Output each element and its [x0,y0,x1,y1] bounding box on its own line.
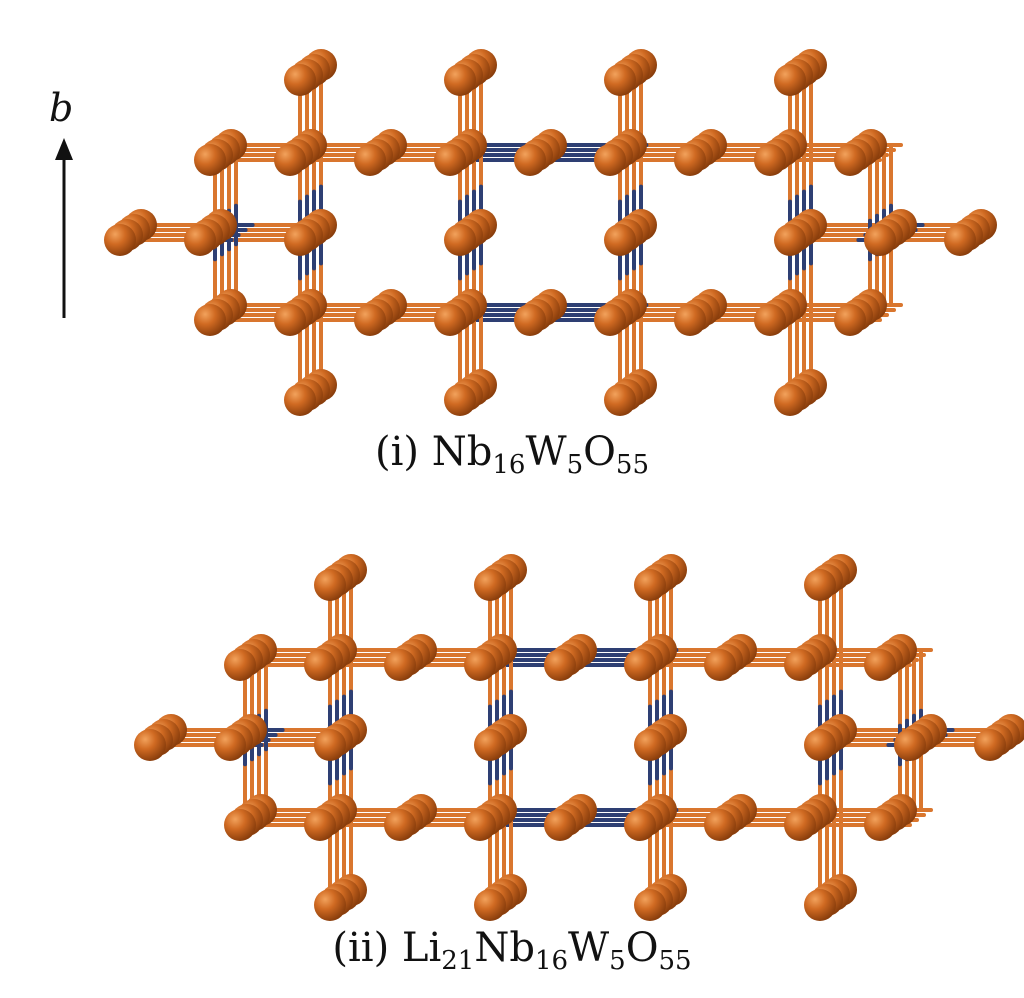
oxygen-atom [384,649,416,681]
oxygen-atom [864,649,896,681]
oxygen-atom [784,649,816,681]
structure-panel-ii [134,554,1024,921]
formula-element: O [625,925,659,971]
caption-panel-i: (i) Nb16W5O55 [0,429,1024,478]
formula-subscript: 21 [441,946,475,976]
oxygen-atom [784,809,816,841]
oxygen-atom [274,304,306,336]
oxygen-atom [314,729,346,761]
oxygen-atom [284,384,316,416]
oxygen-atom [544,809,576,841]
b-axis-label: b [49,86,74,130]
oxygen-atom [444,64,476,96]
oxygen-atom [594,144,626,176]
structure-panel-i [104,49,997,416]
formula-element: O [583,429,616,475]
formula-element: Li [401,925,442,971]
formula-subscript: 5 [566,450,584,480]
oxygen-atom [134,729,166,761]
oxygen-atom [624,809,656,841]
formula-element: W [525,429,567,475]
oxygen-atom [354,304,386,336]
oxygen-atom [864,809,896,841]
oxygen-atom [834,144,866,176]
oxygen-atom [274,144,306,176]
oxygen-atom [314,889,346,921]
oxygen-atom [224,649,256,681]
oxygen-atom [194,304,226,336]
oxygen-atom [944,224,976,256]
oxygen-atom [804,889,836,921]
oxygen-atom [674,304,706,336]
oxygen-atom [474,569,506,601]
oxygen-atom [704,649,736,681]
formula-subscript: 55 [615,450,649,480]
oxygen-atom [284,64,316,96]
caption-label: (ii) [332,925,390,971]
oxygen-atom [354,144,386,176]
oxygen-atom [774,64,806,96]
oxygen-atom [624,649,656,681]
formula-subscript: 5 [609,946,626,976]
oxygen-atom [284,224,316,256]
oxygen-atom [474,889,506,921]
oxygen-atom [974,729,1006,761]
formula-subscript: 16 [492,450,526,480]
oxygen-atom [474,729,506,761]
oxygen-atom [384,809,416,841]
oxygen-atom [864,224,896,256]
oxygen-atom [774,384,806,416]
oxygen-atom [434,304,466,336]
oxygen-atom [674,144,706,176]
oxygen-atom [464,649,496,681]
oxygen-atom [304,649,336,681]
oxygen-atom [634,889,666,921]
oxygen-atom [184,224,216,256]
oxygen-atom [804,729,836,761]
oxygen-atom [194,144,226,176]
oxygen-atom [754,304,786,336]
oxygen-atom [754,144,786,176]
oxygen-atom [894,729,926,761]
caption-panel-ii: (ii) Li21Nb16W5O55 [0,925,1024,974]
oxygen-atom [214,729,246,761]
oxygen-atom [444,224,476,256]
oxygen-atom [634,569,666,601]
b-axis-arrow [55,138,73,318]
oxygen-atom [314,569,346,601]
oxygen-atom [224,809,256,841]
oxygen-atom [104,224,136,256]
formula-element: Nb [431,429,493,475]
oxygen-atom [604,224,636,256]
oxygen-atom [604,64,636,96]
oxygen-atom [514,304,546,336]
oxygen-atom [514,144,546,176]
formula-element: W [568,925,610,971]
oxygen-atom [544,649,576,681]
formula-element: Nb [474,925,535,971]
oxygen-atom [434,144,466,176]
formula-subscript: 55 [658,946,692,976]
oxygen-atom [834,304,866,336]
oxygen-atom [594,304,626,336]
caption-label: (i) [375,429,420,475]
oxygen-atom [634,729,666,761]
oxygen-atom [464,809,496,841]
oxygen-atom [444,384,476,416]
oxygen-atom [304,809,336,841]
oxygen-atom [704,809,736,841]
oxygen-atom [804,569,836,601]
oxygen-atom [774,224,806,256]
oxygen-atom [604,384,636,416]
formula-subscript: 16 [534,946,569,976]
